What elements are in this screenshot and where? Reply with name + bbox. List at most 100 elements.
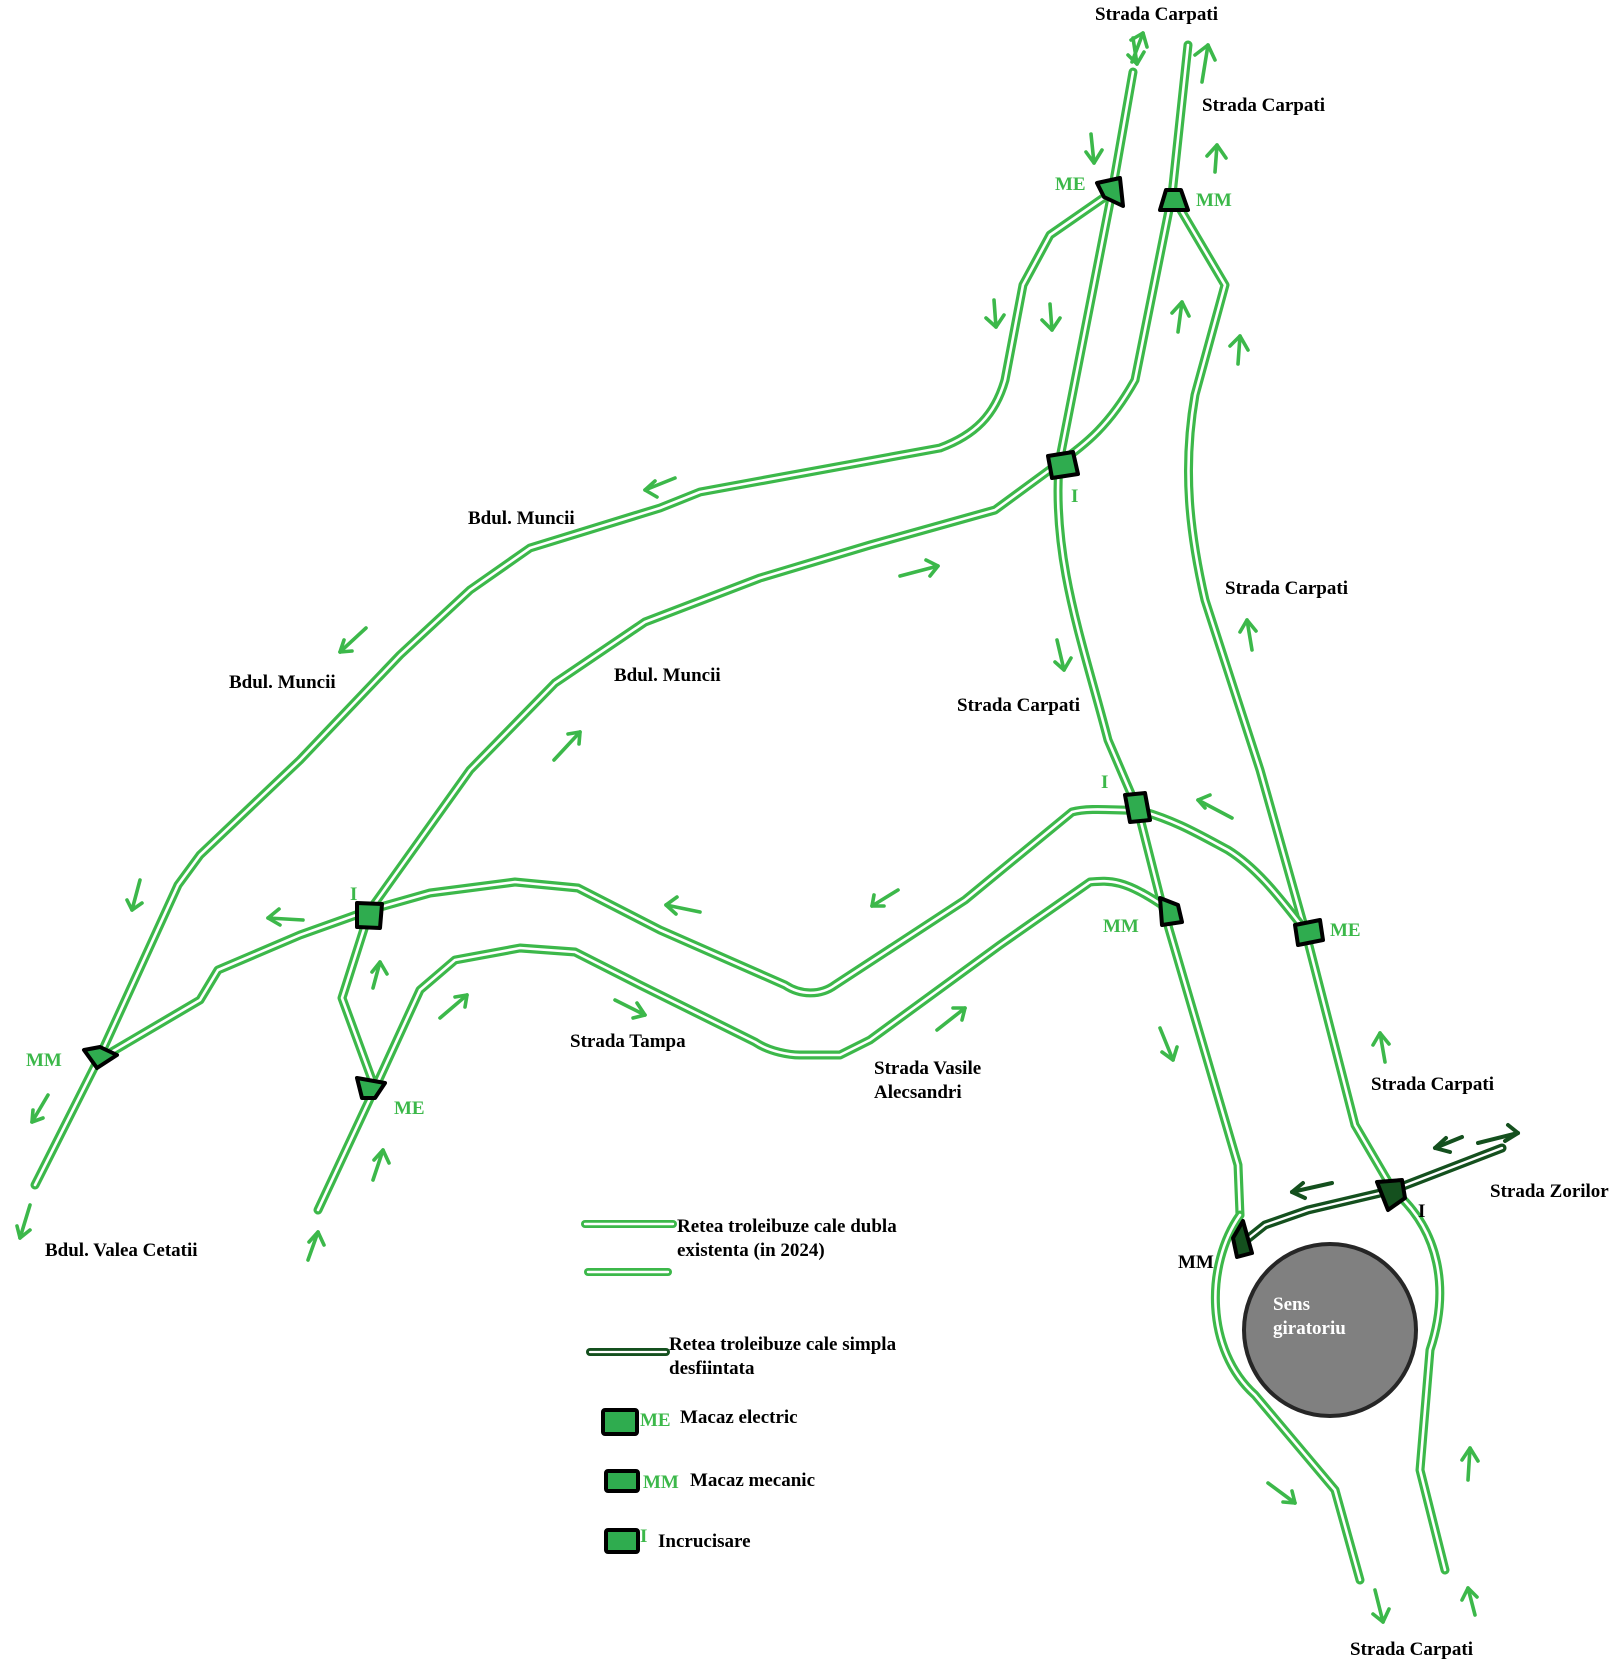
code-me-top: ME [1055,174,1086,195]
direction-arrow [30,1093,50,1124]
direction-arrow [338,626,368,654]
node-i-left [355,901,384,930]
direction-arrow [306,1230,326,1262]
street-zorilor: Strada Zorilor [1490,1181,1609,1202]
track-carpati-inner [1054,190,1177,468]
network-nodes [82,176,1407,1259]
direction-arrow [1371,1031,1391,1064]
legend-i-label: Incrucisare [658,1531,751,1552]
node-mm-roundabout [1231,1219,1254,1259]
street-vasile-line2: Alecsandri [874,1082,962,1103]
track-tampa-lower [370,876,1167,1093]
legend-single-line1: Retea troleibuze cale simpla [669,1334,897,1355]
direction-arrow [1196,793,1234,820]
legend-me-code: ME [640,1410,671,1431]
street-carpati-center: Strada Carpati [957,695,1080,716]
street-carpati-top-right: Strada Carpati [1202,95,1325,116]
direction-arrow [1126,36,1146,66]
code-me-left: ME [394,1098,425,1119]
track-carpati-right-lower [1300,925,1398,1195]
track-network [30,40,1450,1585]
street-carpati-lower-right: Strada Carpati [1371,1074,1494,1095]
direction-arrow [438,993,469,1020]
legend-mm-label: Macaz mecanic [690,1470,815,1491]
node-me-top [1095,176,1125,208]
direction-arrow [1158,1026,1179,1062]
roundabout-label-line1: Sens [1273,1294,1310,1315]
legend-double-track-sample [581,1220,677,1276]
direction-arrow [1193,43,1217,84]
roundabout-label-line2: giratoriu [1273,1318,1346,1339]
legend-double-line2: existenta (in 2024) [677,1240,825,1261]
code-i-left: I [350,884,357,905]
direction-arrow [370,960,389,990]
street-muncii-left: Bdul. Muncii [229,672,336,693]
node-i-roundabout [1375,1178,1407,1212]
track-link-i-me-left [337,905,380,1093]
direction-arrow [935,1006,967,1032]
legend-me-swatch [601,1408,639,1436]
code-mm-roundabout: MM [1178,1252,1214,1273]
direction-arrow-removed [1476,1123,1520,1145]
track-carpati-right-outer [1167,190,1310,935]
street-vasile-line1: Strada Vasile [874,1058,981,1079]
code-mm-top: MM [1196,190,1232,211]
street-carpati-right-mid: Strada Carpati [1225,578,1348,599]
direction-arrow [552,730,582,762]
node-mm-left [82,1045,119,1070]
direction-arrow [1205,143,1228,174]
direction-arrow [664,895,702,916]
direction-arrow [125,878,144,912]
legend-mm-code: MM [643,1472,679,1493]
legend-i-swatch [604,1528,640,1554]
street-muncii-lower: Bdul. Muncii [614,665,721,686]
direction-arrow [1238,618,1258,652]
roundabout: Sens giratoriu [1242,1242,1418,1418]
legend-single-line2: desfiintata [669,1358,755,1379]
direction-arrow [1040,302,1062,332]
code-i-upper: I [1071,486,1078,507]
direction-arrow [1460,1446,1480,1482]
removed-track-zorilor [1235,1143,1507,1250]
street-tampa: Strada Tampa [570,1031,686,1052]
direction-arrow [266,907,305,927]
direction-arrow [870,888,900,908]
direction-arrow-removed [1433,1135,1464,1154]
code-i-roundabout: I [1418,1201,1425,1222]
direction-arrow [1053,638,1073,672]
legend-mm-swatch [604,1469,640,1493]
direction-arrow [1129,31,1149,64]
legend-i-code: I [640,1526,647,1547]
node-i-center [1123,791,1152,824]
direction-arrow [984,298,1006,329]
track-muncii-lower [365,458,1064,915]
node-mm-top [1158,188,1190,212]
direction-arrow [15,1203,32,1240]
code-mm-center: MM [1103,916,1139,937]
street-labels: Strada Carpati Strada Carpati Bdul. Munc… [45,4,1609,1660]
node-i-upper [1046,450,1080,480]
legend-me-label: Macaz electric [680,1407,798,1428]
direction-arrow [1228,334,1250,366]
direction-arrow [1266,1481,1297,1505]
street-muncii-upper: Bdul. Muncii [468,508,575,529]
direction-arrow [643,476,677,499]
street-carpati-top-left: Strada Carpati [1095,4,1218,25]
direction-arrow [1170,300,1191,334]
node-me-right [1293,918,1325,947]
direction-arrow [1460,1586,1479,1617]
track-tampa-upper [365,804,1143,998]
direction-arrows [15,31,1520,1624]
code-i-center: I [1101,772,1108,793]
street-valea-cetatii: Bdul. Valea Cetatii [45,1240,198,1261]
code-me-right: ME [1330,920,1361,941]
direction-arrow-removed [1290,1181,1334,1200]
node-me-left [355,1076,387,1100]
direction-arrow [371,1148,391,1182]
direction-arrow [1371,1588,1391,1624]
direction-arrow [613,998,647,1020]
legend-double-line1: Retea troleibuze cale dubla [677,1216,897,1237]
code-mm-left: MM [26,1050,62,1071]
direction-arrow [898,558,940,578]
